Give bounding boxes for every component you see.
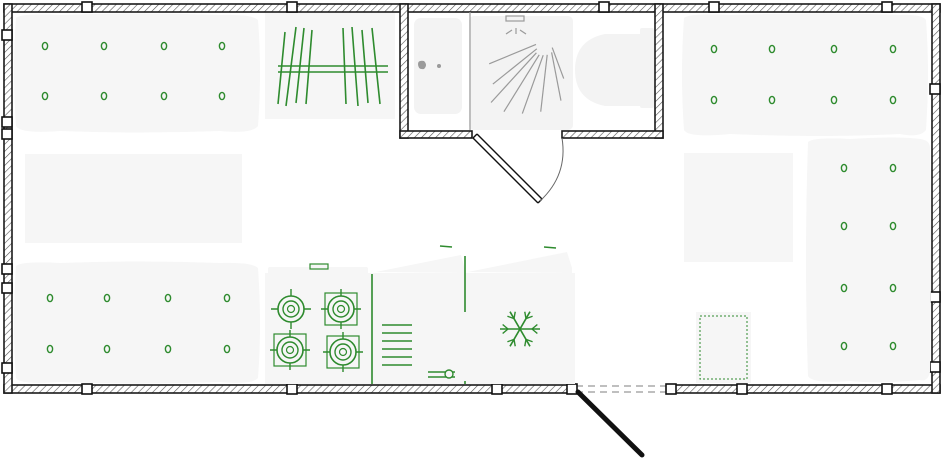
sofa-tuft [218,91,226,101]
sofa-tuft [218,41,226,51]
sofa-tuft [768,44,776,54]
stove [268,263,373,384]
sofa-tuft [830,44,838,54]
sofa-tuft [164,344,172,354]
sink [375,245,484,384]
snowflake-icon [500,311,540,347]
entrance-opening [576,385,670,393]
sofa-tuft [160,41,168,51]
shower [469,12,573,130]
sofa-tuft [889,283,897,293]
sofa-tuft [889,221,897,231]
burner-icon [323,332,363,372]
sofa-tuft [840,341,848,351]
burner-icon [321,289,361,329]
wardrobe [265,13,395,119]
sofa-tuft [46,293,54,303]
bathroom-walls [399,3,664,139]
sofa-tuft [840,163,848,173]
sofa-tuft [100,41,108,51]
sofa-tuft [164,293,172,303]
sofa-tuft [889,44,897,54]
shower-spray [488,28,565,114]
sofa-tuft [840,283,848,293]
sofa-tuft [889,163,897,173]
sofa-tuft [840,221,848,231]
entrance-door [575,389,645,458]
toilet [575,28,654,108]
sofa-tuft [889,95,897,105]
sofa-tuft [46,344,54,354]
bathroom-door [472,133,564,204]
sofa-bed-right-top [682,13,928,136]
bathroom-sink [414,18,462,114]
sofa-bed-right-side [806,137,931,383]
sofa-tuft [889,341,897,351]
hanger [305,29,313,105]
sofa-tuft [41,91,49,101]
table-left [25,154,242,243]
table-right [684,153,793,262]
storage-box [696,312,751,383]
wardrobe-hangers [277,26,388,107]
sofa-tuft [160,91,168,101]
sofa-bed-left-bottom [14,261,260,384]
sofa-tuft [41,41,49,51]
burner-icon [270,330,310,370]
sofa-tufts [41,41,897,354]
sofa-tuft [103,344,111,354]
stove-burners [270,289,363,372]
sofa-tuft [710,44,718,54]
burner-icon [271,289,311,329]
fridge [468,246,572,358]
sofa-tuft [830,95,838,105]
sofa-tuft [768,95,776,105]
sofa-tuft [103,293,111,303]
sofa-tuft [223,293,231,303]
wall-posts [1,1,941,395]
sofa-tuft [710,95,718,105]
hanger [277,31,286,105]
sofa-bed-left-top [14,13,260,133]
sofa-tuft [100,91,108,101]
sofa-tuft [223,344,231,354]
